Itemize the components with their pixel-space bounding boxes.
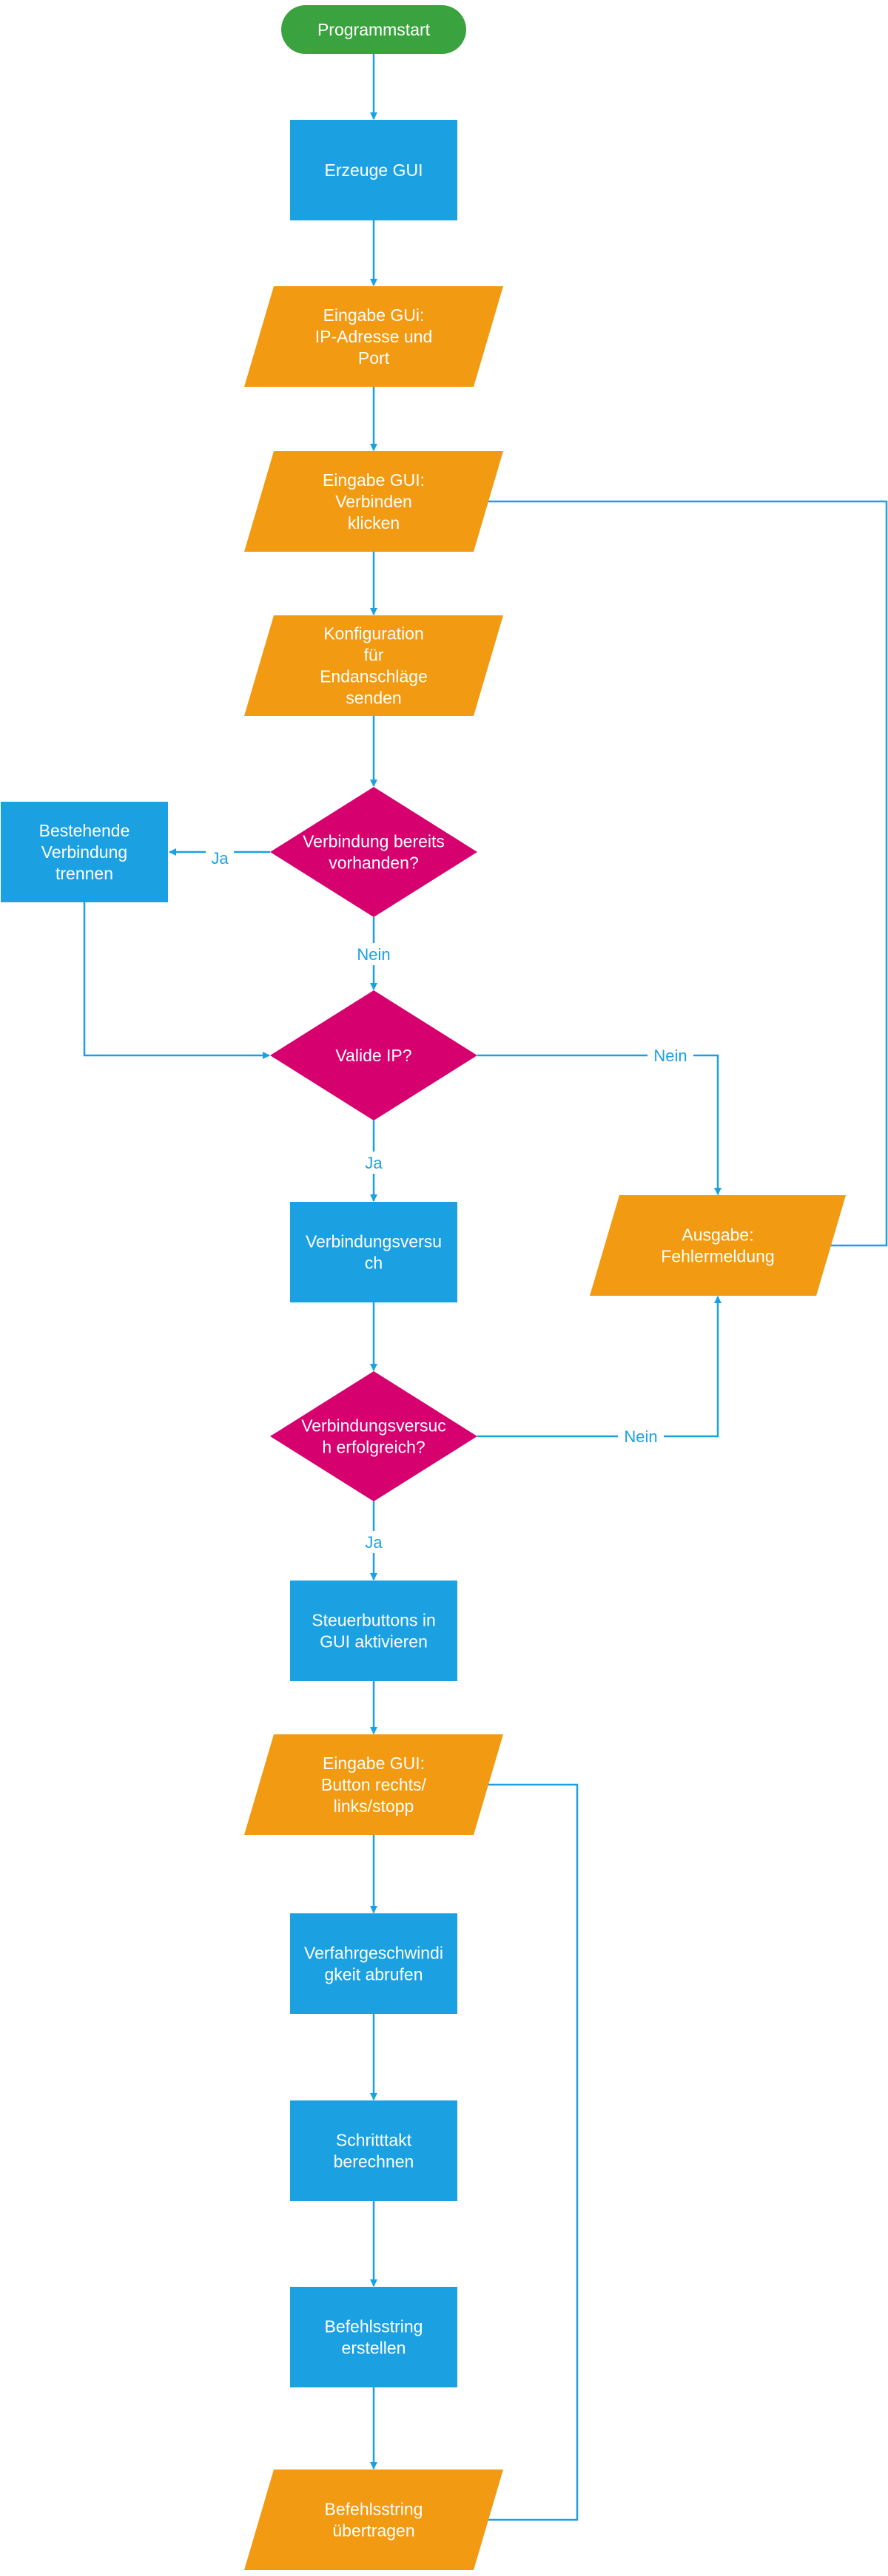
node-label-line: Fehlermeldung (661, 1247, 774, 1266)
process-box (290, 1202, 457, 1302)
decision-diamond (270, 1371, 477, 1501)
terminator-shape (281, 5, 466, 54)
edge-label-background (206, 847, 234, 869)
node-label-line: ch (365, 1254, 383, 1273)
node-label-line: Befehlsstring (325, 2317, 423, 2336)
connector-8 (83, 902, 270, 1059)
edge-label-success-no: Nein (624, 1427, 657, 1446)
node-label-line: Erzeuge GUI (325, 160, 423, 180)
node-label-line: Valide IP? (335, 1046, 411, 1065)
node-label-line: GUI aktivieren (320, 1632, 428, 1652)
node-enable-buttons: Steuerbuttons in GUI aktivieren (290, 1581, 457, 1681)
node-label-line: berechnen (334, 2152, 414, 2171)
node-cmd-send: Befehlsstring übertragen (244, 2469, 503, 2570)
node-label-line: Bestehende (39, 821, 130, 840)
node-label-line: Programmstart (317, 20, 431, 39)
node-label-line: übertragen (332, 2521, 414, 2540)
node-cmd-create: Befehlsstring erstellen (290, 2287, 457, 2387)
edge-label-background (648, 1044, 693, 1066)
edge-label-background (360, 1531, 388, 1553)
node-label-line: h erfolgreich? (322, 1438, 425, 1457)
node-label-line: trennen (56, 864, 113, 883)
node-attempt-success: Verbindungsversuc h erfolgreich? (270, 1371, 477, 1501)
io-parallelogram (244, 451, 503, 552)
node-attempt: Verbindungsversu ch (290, 1202, 457, 1302)
node-label-line: Verbindungsversu (306, 1232, 442, 1251)
node-label-line: erstellen (342, 2339, 406, 2358)
node-label-line: links/stopp (334, 1796, 414, 1816)
node-label-line: Verbindungsversuc (301, 1416, 446, 1436)
node-gui: Erzeuge GUI (290, 120, 457, 220)
node-label-line: vorhanden? (329, 853, 419, 873)
node-label-line: Verbinden (335, 492, 412, 511)
node-step-rate: Schritttakt berechnen (290, 2100, 457, 2201)
edge-label-exists-yes: Ja (211, 849, 229, 868)
edge-label-background (360, 1152, 388, 1174)
node-label-line: Endanschläge (320, 667, 428, 686)
node-label-line: Steuerbuttons in (312, 1611, 436, 1630)
process-box (290, 2100, 457, 2201)
node-label-line: IP-Adresse und (315, 327, 433, 346)
io-parallelogram (244, 615, 503, 716)
node-label-line: Ausgabe: (682, 1226, 753, 1245)
edge-label-background (351, 943, 397, 965)
node-label-line: Button rechts/ (321, 1775, 427, 1794)
node-label-line: Schritttakt (336, 2131, 412, 2150)
edge-label-success-yes: Ja (365, 1533, 383, 1552)
io-parallelogram (590, 1195, 846, 1296)
node-start: Programmstart (281, 5, 466, 54)
process-box (290, 1913, 457, 2014)
node-label-line: Verbindung bereits (303, 832, 445, 851)
io-parallelogram (244, 286, 503, 387)
node-label-line: Eingabe GUi: (323, 305, 425, 325)
node-label-line: Verfahrgeschwindi (304, 1944, 443, 1963)
connector-20 (477, 498, 888, 1247)
node-label-line: Eingabe GUI: (323, 470, 425, 490)
io-parallelogram (244, 1734, 503, 1835)
node-label-line: Befehlsstring (325, 2500, 423, 2519)
process-box (290, 1581, 457, 1681)
edge-label-background (618, 1425, 664, 1447)
node-valid-ip: Valide IP? (270, 990, 477, 1120)
node-label-line: für (364, 646, 384, 665)
node-error-output: Ausgabe: Fehlermeldung (590, 1195, 846, 1296)
node-connection-exists: Verbindung bereits vorhanden? (270, 787, 477, 917)
node-label-line: Konfiguration (323, 624, 424, 643)
node-label-line: Port (358, 348, 390, 368)
edge-label-exists-no: Nein (357, 945, 390, 964)
process-box (290, 120, 457, 220)
node-label-line: senden (346, 689, 401, 708)
process-box (1, 802, 168, 902)
edge-label-valid-yes: Ja (365, 1154, 383, 1172)
process-box (290, 2287, 457, 2387)
node-get-speed: Verfahrgeschwindi gkeit abrufen (290, 1913, 457, 2014)
connector-9 (477, 1054, 722, 1195)
connector-19 (458, 1781, 579, 2521)
node-label-line: gkeit abrufen (325, 1965, 423, 1984)
node-label-line: klicken (348, 513, 400, 533)
edge-label-valid-no: Nein (653, 1047, 687, 1065)
node-input-buttons: Eingabe GUI: Button rechts/links/stopp (244, 1734, 503, 1835)
decision-diamond (270, 990, 477, 1120)
node-label-line: Verbindung (41, 842, 127, 862)
decision-diamond (270, 787, 477, 917)
io-parallelogram (244, 2469, 503, 2570)
node-label-line: Eingabe GUI: (323, 1754, 425, 1773)
connector-12 (477, 1296, 722, 1438)
node-click-connect: Eingabe GUI: Verbinden klicken (244, 451, 503, 552)
